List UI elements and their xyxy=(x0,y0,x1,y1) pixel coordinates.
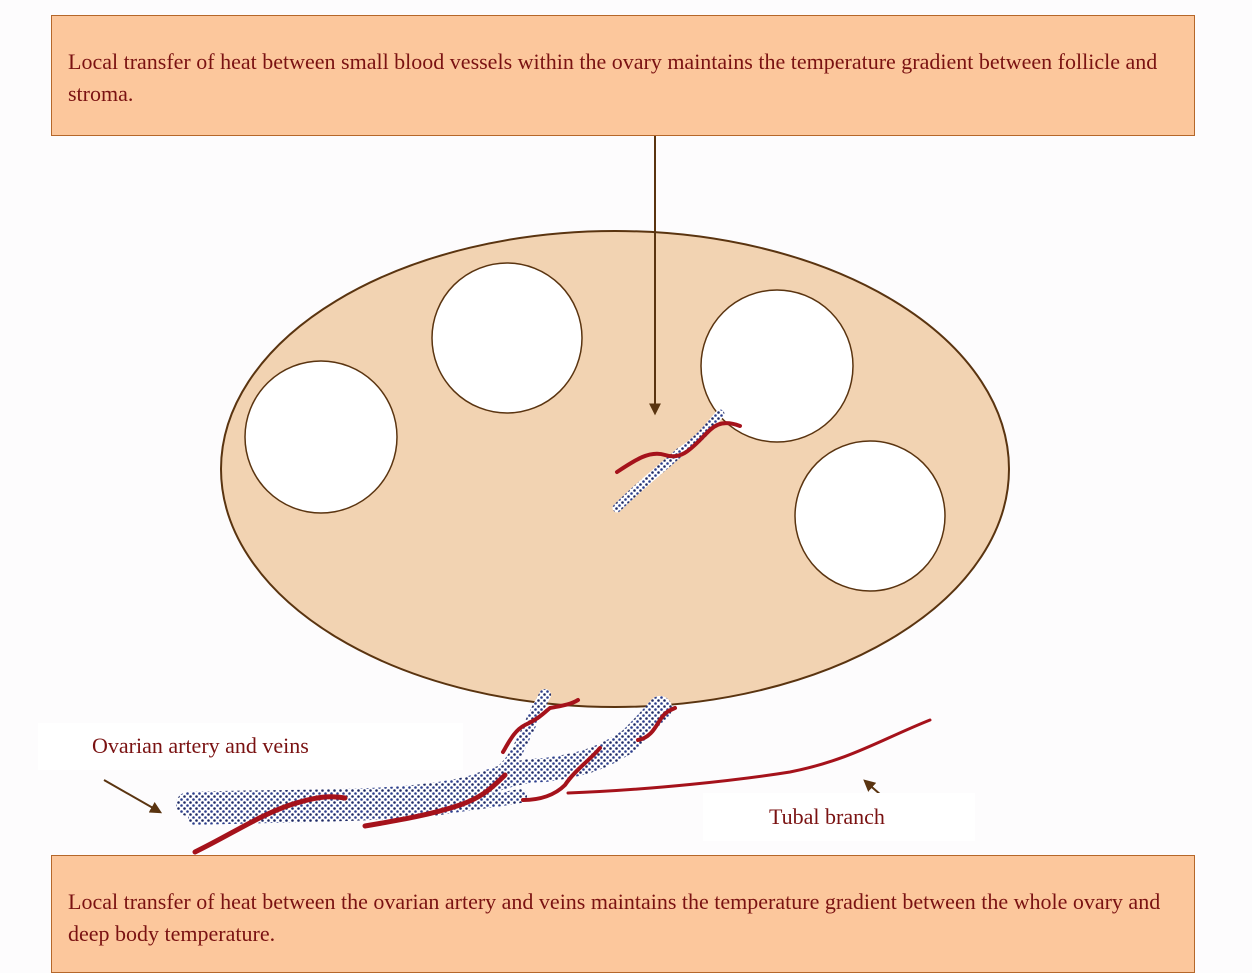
label-ovarian-vessels: Ovarian artery and veins xyxy=(38,723,463,770)
callout-ovarian-vessels-text: Local transfer of heat between the ovari… xyxy=(68,889,1160,946)
follicle-right-bottom xyxy=(795,441,945,591)
arrow-ovarian-label xyxy=(104,780,160,812)
callout-ovarian-vessels: Local transfer of heat between the ovari… xyxy=(51,855,1195,973)
follicle-left xyxy=(245,361,397,513)
label-ovarian-vessels-text: Ovarian artery and veins xyxy=(92,733,309,758)
follicle-right-top xyxy=(701,290,853,442)
label-tubal-branch: Tubal branch xyxy=(703,793,975,841)
follicle-top xyxy=(432,263,582,413)
label-tubal-branch-text: Tubal branch xyxy=(769,804,885,829)
callout-intra-ovarian: Local transfer of heat between small blo… xyxy=(51,15,1195,136)
callout-intra-ovarian-text: Local transfer of heat between small blo… xyxy=(68,49,1157,106)
